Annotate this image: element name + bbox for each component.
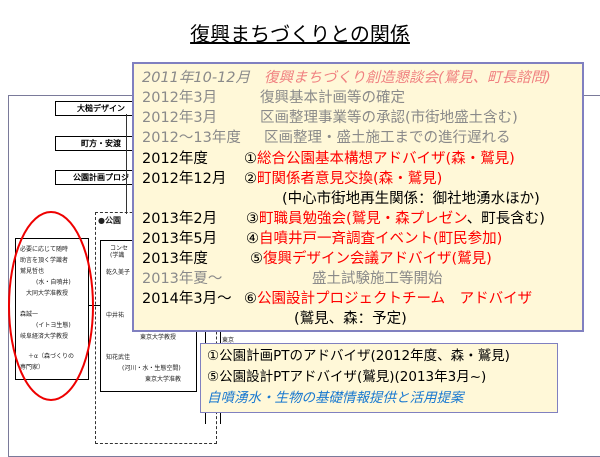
timeline-number: ④ — [246, 231, 259, 247]
timeline-date: 2013年度 — [142, 251, 208, 267]
member-text: 知花武佳 — [106, 354, 131, 361]
advisor-card: 必要に応じて随時 助言を頂く学識者 鷲見哲也 (水・自噴井) 大同大学准教授 森… — [15, 238, 89, 380]
timeline-callout: 2011年10-12月復興まちづくり創造懇談会(鷲見、町長諮問) 2012年3月… — [132, 62, 584, 332]
member-text: (学識 — [110, 252, 125, 259]
timeline-event: 総合公園基本構想アドバイザ(森・鷲見) — [257, 151, 515, 167]
timeline-date: 2012年12月 — [142, 171, 227, 187]
advisor-text: 森誠一 — [20, 311, 39, 318]
timeline-event: 復興基本計画等の確定 — [260, 90, 405, 106]
summary-proposal: 自噴湧水・生物の基礎情報提供と活用提案 — [207, 390, 464, 406]
advisor-text: (水・自噴井) — [36, 279, 71, 286]
timeline-date: 2012～13年度 — [142, 130, 241, 146]
member-text: 東京 — [222, 337, 235, 344]
timeline-event-suffix: 、町長含む) — [466, 211, 545, 227]
member-text: 東京大学教授 — [140, 334, 177, 341]
timeline-event: 復興デザイン会議アドバイザ(鷲見) — [263, 251, 492, 267]
timeline-number: ② — [244, 171, 257, 187]
section-label: ●公園 — [98, 216, 121, 225]
timeline-date: 2014年3月～ — [142, 291, 232, 307]
advisor-text: (イトヨ生態) — [36, 322, 71, 329]
member-text: (河川・水・生態空間) — [122, 365, 181, 372]
page-title: 復興まちづくりとの関係 — [190, 22, 410, 46]
timeline-row: 2013年度 ⑤復興デザイン会議アドバイザ(鷲見) — [142, 249, 492, 269]
timeline-number: ⑤ — [250, 251, 263, 267]
timeline-number: ⑥ — [244, 291, 257, 307]
timeline-row: (中心市街地再生関係：御社地湧水ほか) — [282, 189, 540, 209]
timeline-number: ① — [244, 151, 257, 167]
timeline-row: 2012～13年度 区画整理・盛土施工までの進行遅れる — [142, 128, 511, 148]
connector-line — [88, 305, 100, 306]
member-text: 東京大学准教 — [145, 376, 182, 383]
timeline-date: 2012年度 — [142, 151, 208, 167]
timeline-row: 2013年5月 ④自噴井戸一斉調査イベント(町民参加) — [142, 229, 502, 249]
member-text: 乾久美子 — [106, 269, 131, 276]
summary-line: ⑤公園設計PTアドバイザ(鷲見)(2013年3月~) — [207, 369, 487, 385]
timeline-row: 2013年夏～ 盛土試験施工等開始 — [142, 269, 443, 289]
timeline-row: 2012年12月 ②町関係者意見交換(森・鷲見) — [142, 169, 442, 189]
timeline-row: 2012年度 ①総合公園基本構想アドバイザ(森・鷲見) — [142, 149, 515, 169]
timeline-note: (鷲見、森：予定) — [294, 311, 407, 327]
timeline-event: 区画整理・盛土施工までの進行遅れる — [264, 130, 511, 146]
summary-line: ①公園計画PTのアドバイザ(2012年度、森・鷲見) — [207, 348, 510, 364]
member-text: 中井祐 — [106, 312, 125, 319]
summary-callout: ①公園計画PTのアドバイザ(2012年度、森・鷲見) ⑤公園設計PTアドバイザ(… — [200, 343, 558, 413]
advisor-text: ＋α（森づくりの — [28, 353, 74, 360]
connector-line — [126, 114, 127, 214]
advisor-text: 必要に応じて随時 — [20, 246, 69, 253]
timeline-date: 2011年10-12月 — [142, 70, 251, 86]
timeline-date: 2013年5月 — [142, 231, 218, 247]
timeline-row: 2011年10-12月復興まちづくり創造懇談会(鷲見、町長諮問) — [142, 68, 551, 88]
advisor-text: 専門家） — [20, 364, 45, 371]
advisor-text: 岐阜経済大学教授 — [20, 333, 69, 340]
timeline-event: 自噴井戸一斉調査イベント(町民参加) — [259, 231, 503, 247]
timeline-event: 公園設計プロジェクトチーム アドバイザ — [257, 291, 533, 307]
timeline-row: 2012年3月 復興基本計画等の確定 — [142, 88, 405, 108]
timeline-date: 2013年夏～ — [142, 271, 223, 287]
timeline-number: ③ — [246, 211, 259, 227]
advisor-text: 鷲見哲也 — [20, 268, 45, 275]
timeline-date: 2012年3月 — [142, 90, 218, 106]
timeline-date: 2012年3月 — [142, 110, 218, 126]
timeline-row: 2012年3月 区画整理事業等の承認(市街地盛土含む) — [142, 108, 518, 128]
member-text: コンセ — [110, 245, 129, 252]
timeline-event: 町関係者意見交換(森・鷲見) — [257, 171, 443, 187]
timeline-event: 盛土試験施工等開始 — [312, 271, 443, 287]
timeline-event: 復興まちづくり創造懇談会(鷲見、町長諮問) — [264, 70, 551, 86]
timeline-row: (鷲見、森：予定) — [294, 309, 407, 329]
timeline-event: 町職員勉強会(鷲見・森プレゼン — [259, 211, 467, 227]
timeline-note: (中心市街地再生関係：御社地湧水ほか) — [282, 191, 540, 207]
advisor-text: 助言を頂く学識者 — [20, 257, 69, 264]
timeline-event: 区画整理事業等の承認(市街地盛土含む) — [260, 110, 518, 126]
timeline-row: 2013年2月 ③町職員勉強会(鷲見・森プレゼン、町長含む) — [142, 209, 545, 229]
advisor-text: 大同大学准教授 — [26, 290, 69, 297]
timeline-date: 2013年2月 — [142, 211, 218, 227]
red-ellipse-highlight — [8, 211, 94, 401]
timeline-row: 2014年3月～ ⑥公園設計プロジェクトチーム アドバイザ — [142, 289, 532, 309]
